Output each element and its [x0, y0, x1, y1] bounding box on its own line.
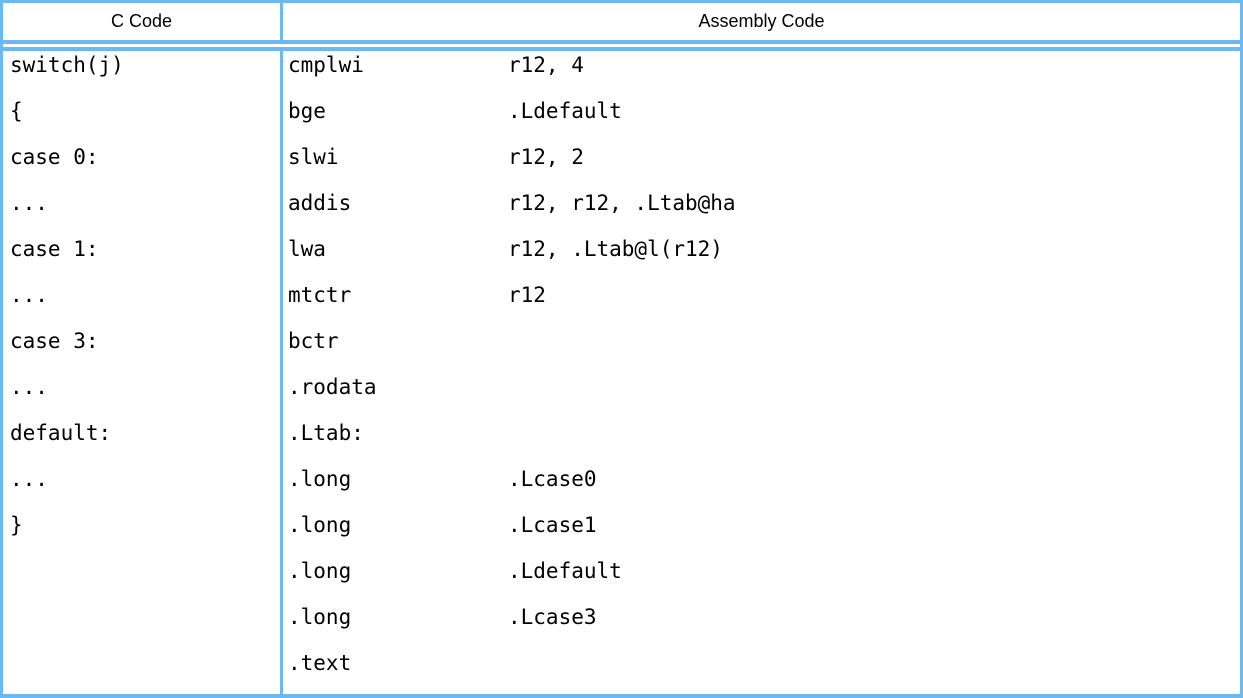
assembly-mnemonic: .long — [288, 559, 352, 583]
assembly-code-line: slwi r12, 2 — [288, 134, 1240, 180]
assembly-mnemonic: .Ltab: — [288, 421, 364, 445]
assembly-operands: .Ldefault — [508, 99, 622, 123]
assembly-code-column: cmplwi r12, 4 bge .Ldefault slwi r12, 2 addis r… — [288, 51, 1240, 686]
assembly-mnemonic: addis — [288, 191, 352, 215]
table-body-row: switch(j) { case 0:... case 1:... case 3:...… — [3, 51, 1240, 694]
c-code-line: { — [10, 99, 23, 123]
table-header-row: C Code Assembly Code — [3, 3, 1240, 51]
c-code-line: ... — [10, 283, 48, 307]
assembly-operands: .Lcase0 — [508, 467, 597, 491]
assembly-mnemonic: .long — [288, 605, 352, 629]
assembly-operands: .Lcase3 — [508, 605, 597, 629]
assembly-code-line: bge .Ldefault — [288, 88, 1240, 134]
assembly-code-line: .Ltab: — [288, 410, 1240, 456]
assembly-mnemonic: .rodata — [288, 375, 377, 399]
header-c-code: C Code — [3, 3, 283, 40]
header-assembly-code: Assembly Code — [698, 11, 825, 31]
assembly-mnemonic: bctr — [288, 329, 339, 353]
assembly-mnemonic: slwi — [288, 145, 339, 169]
c-code-line: switch(j) — [10, 53, 124, 77]
c-code-line: case 1: — [10, 237, 99, 261]
c-code-column: switch(j) { case 0:... case 1:... case 3:...… — [10, 51, 280, 548]
assembly-operands: r12, .Ltab@l(r12) — [508, 237, 723, 261]
assembly-operands: r12, 2 — [508, 145, 584, 169]
assembly-code-line: .long .Lcase3 — [288, 594, 1240, 640]
assembly-code-line: mtctr r12 — [288, 272, 1240, 318]
assembly-code-line: .text — [288, 640, 1240, 686]
assembly-mnemonic: cmplwi — [288, 53, 364, 77]
c-code-line: ... — [10, 191, 48, 215]
assembly-mnemonic: .long — [288, 513, 352, 537]
assembly-code-cell: cmplwi r12, 4 bge .Ldefault slwi r12, 2 addis r… — [283, 51, 1240, 694]
assembly-mnemonic: lwa — [288, 237, 326, 261]
assembly-code-line: .rodata — [288, 364, 1240, 410]
assembly-operands: r12, r12, .Ltab@ha — [508, 191, 736, 215]
assembly-operands: .Ldefault — [508, 559, 622, 583]
assembly-mnemonic: .text — [288, 651, 352, 675]
c-code-line: ... — [10, 375, 48, 399]
c-code-cell: switch(j) { case 0:... case 1:... case 3:...… — [3, 51, 283, 694]
assembly-code-line: addis r12, r12, .Ltab@ha — [288, 180, 1240, 226]
c-code-line: } — [10, 513, 23, 537]
c-code-line: ... — [10, 467, 48, 491]
assembly-mnemonic: .long — [288, 467, 352, 491]
assembly-operands: r12 — [508, 283, 546, 307]
assembly-code-line: bctr — [288, 318, 1240, 364]
assembly-code-line: .long .Lcase1 — [288, 502, 1240, 548]
assembly-operands: .Lcase1 — [508, 513, 597, 537]
assembly-code-line: .long .Ldefault — [288, 548, 1240, 594]
assembly-mnemonic: mtctr — [288, 283, 352, 307]
assembly-operands: r12, 4 — [508, 53, 584, 77]
assembly-mnemonic: bge — [288, 99, 326, 123]
c-code-line: case 0: — [10, 145, 99, 169]
assembly-code-line: lwa r12, .Ltab@l(r12) — [288, 226, 1240, 272]
c-code-line: case 3: — [10, 329, 99, 353]
c-code-line: default: — [10, 421, 112, 445]
assembly-code-line: .long .Lcase0 — [288, 456, 1240, 502]
assembly-code-line: cmplwi r12, 4 — [288, 51, 1240, 88]
